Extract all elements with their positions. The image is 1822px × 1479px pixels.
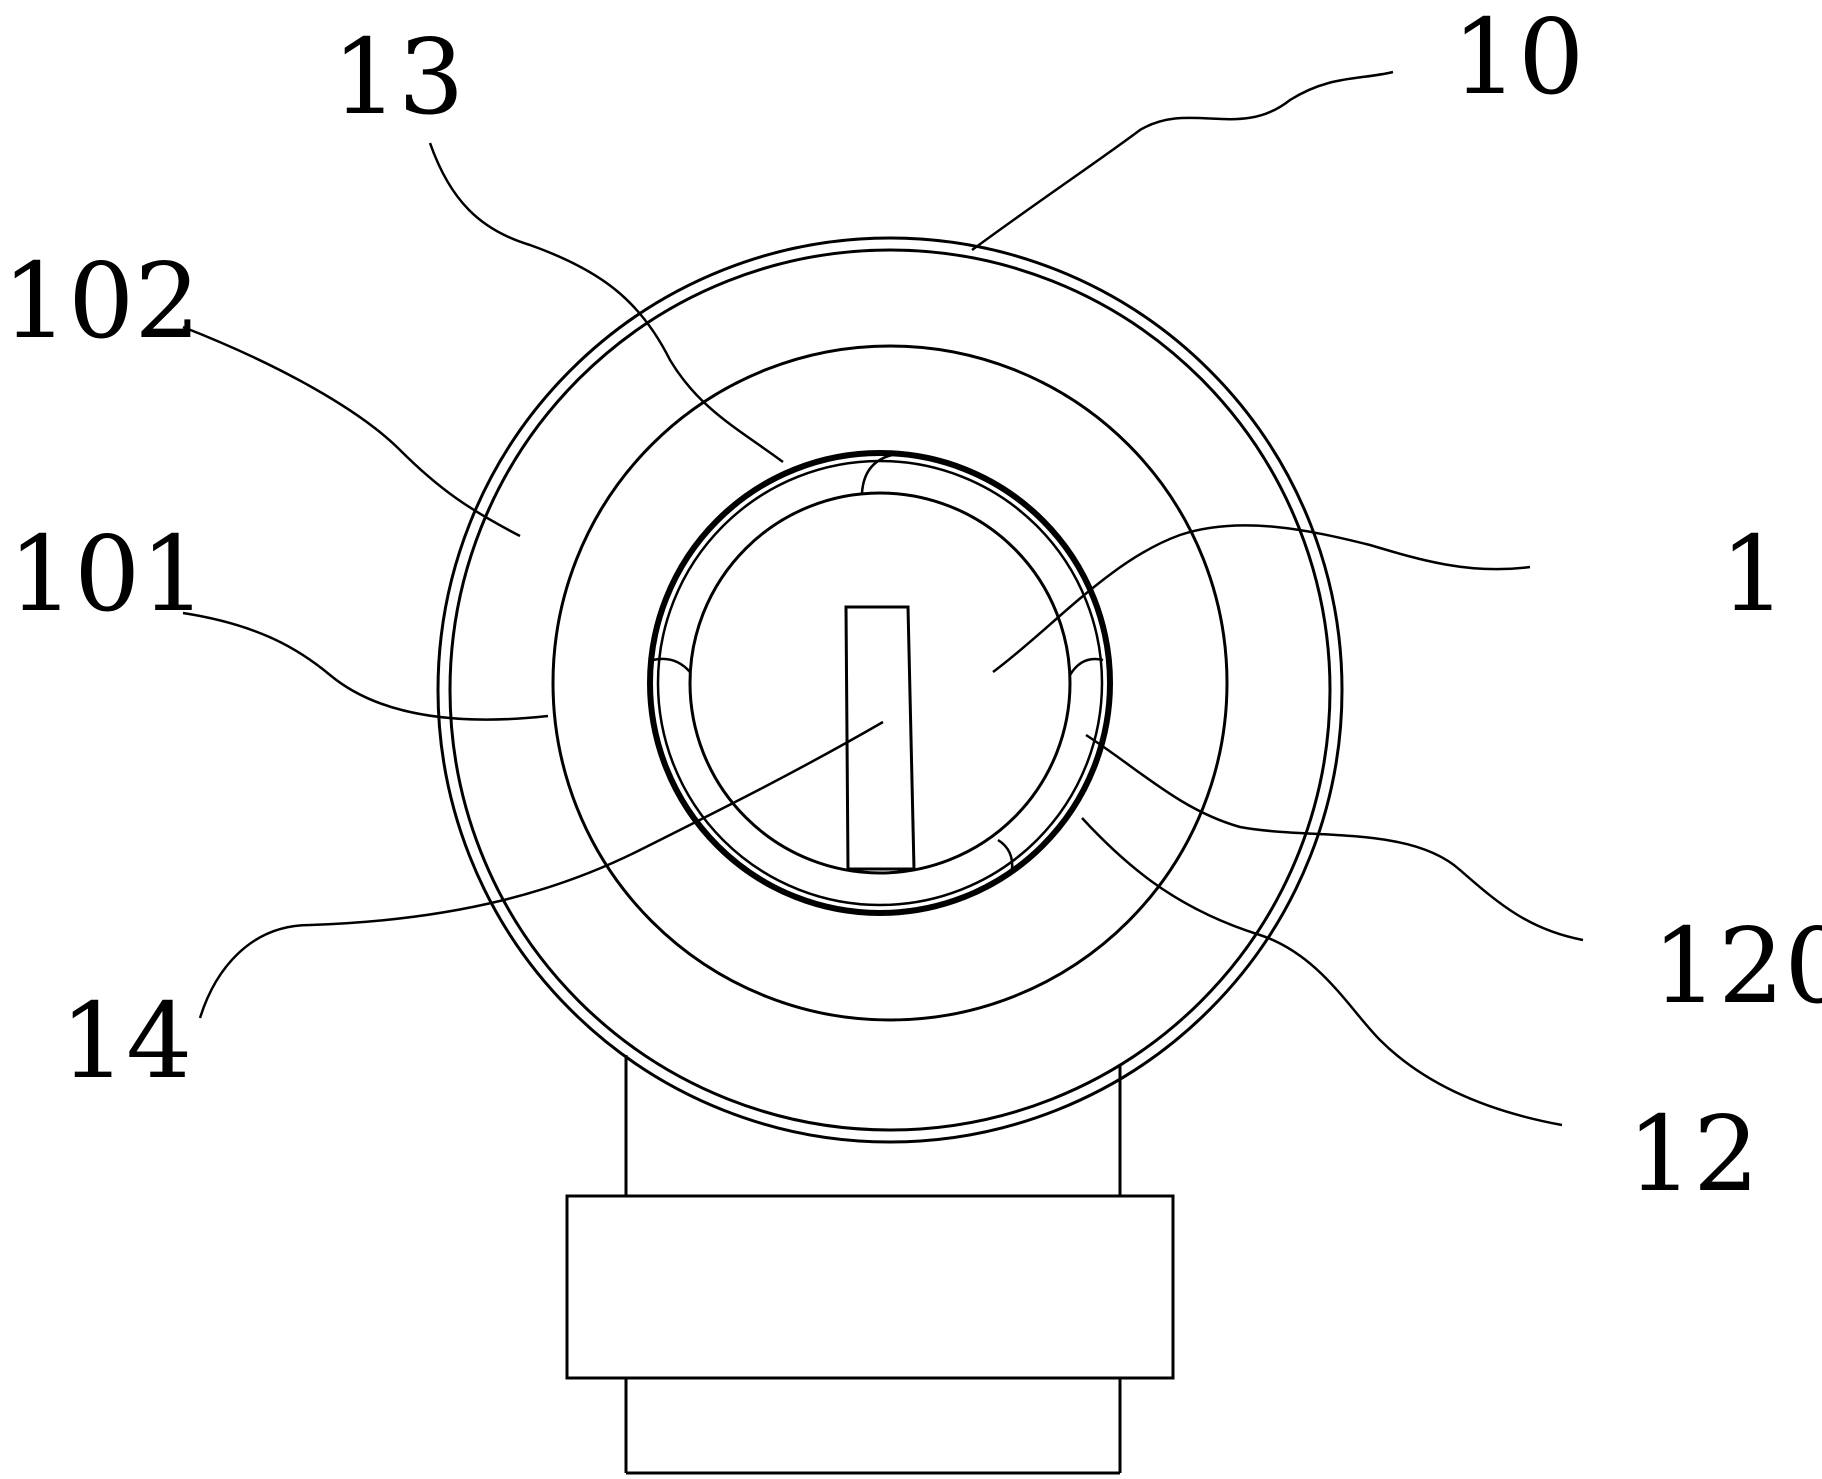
label-13: 13	[332, 16, 464, 138]
leader-1	[992, 524, 1531, 674]
leader-14	[198, 720, 884, 1019]
key-slot	[844, 605, 916, 871]
label-14: 14	[60, 980, 192, 1102]
collar-block	[565, 1194, 1175, 1380]
rib-left	[652, 657, 691, 673]
bore-assembly	[647, 450, 1113, 916]
leader-120	[1085, 733, 1584, 942]
label-12: 12	[1627, 1093, 1759, 1215]
label-101: 101	[8, 513, 207, 635]
leader-10	[971, 70, 1394, 252]
leader-13	[428, 142, 784, 464]
label-102: 102	[2, 240, 201, 362]
leader-lines	[182, 70, 1584, 1127]
rib-bottom	[997, 838, 1014, 871]
leader-101	[182, 611, 549, 721]
label-1: 1	[1720, 513, 1786, 635]
leader-102	[182, 325, 521, 538]
rib-top	[860, 453, 893, 494]
label-10: 10	[1452, 0, 1584, 118]
outer-housing	[436, 236, 1344, 1144]
reference-labels: 10 13 102 101 1 120 14 12	[2, 0, 1822, 1215]
rib-right	[1068, 657, 1104, 676]
neck	[565, 1055, 1175, 1475]
label-120: 120	[1652, 905, 1822, 1027]
leader-12	[1081, 817, 1563, 1127]
inner-ring	[551, 344, 1229, 1022]
